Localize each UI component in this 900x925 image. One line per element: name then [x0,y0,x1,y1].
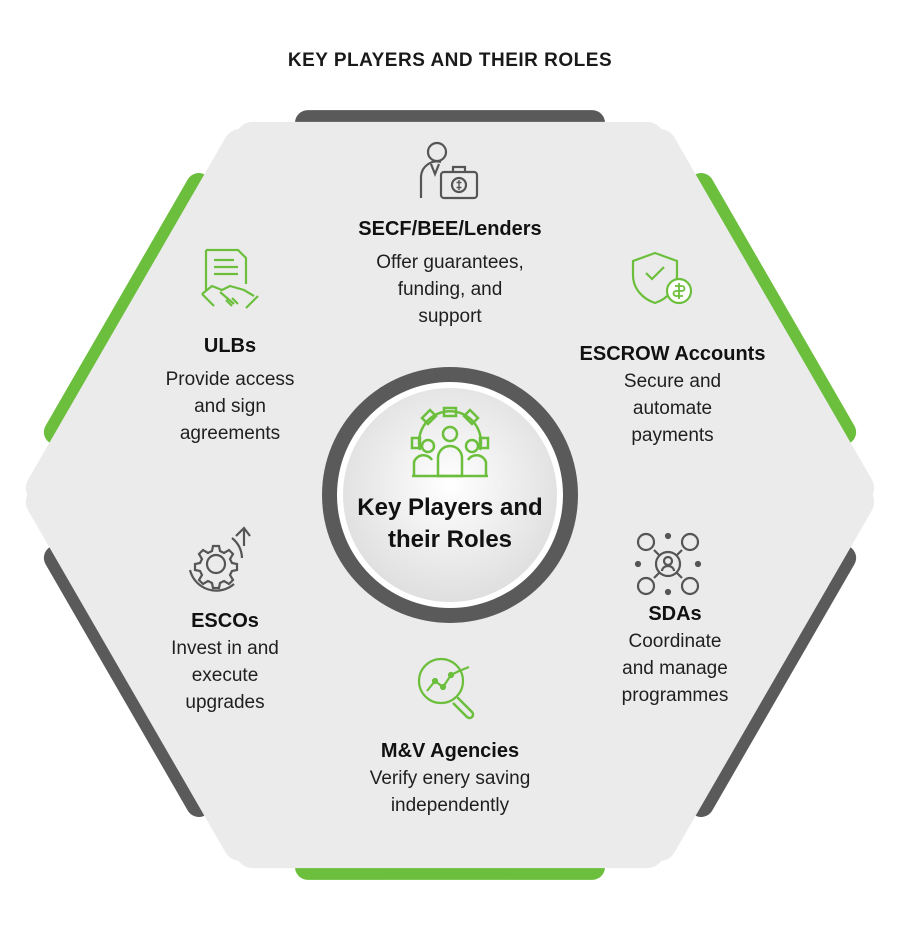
hub [322,367,578,623]
player-desc-line: Verify enery saving [369,768,531,789]
player-card-sdas: SDAs Coordinate and manage programmes [560,603,790,709]
player-name: ULBs [203,335,257,357]
player-name: ESCROW Accounts [579,343,766,365]
segment-panel-ulbs [25,128,455,505]
network-people-icon [634,532,702,596]
team-gear-icon [410,406,490,478]
player-name: SECF/BEE/Lenders [358,218,542,240]
hub-title: Key Players and their Roles [340,492,560,556]
hub-disc [343,388,557,602]
player-desc-line: support [418,306,482,327]
player-desc-line: funding, and [397,279,503,300]
player-name: ESCOs [191,610,259,632]
hub-title-line: Key Players and [357,494,543,521]
player-desc-line: Secure and [623,371,722,392]
player-desc-line: Coordinate [628,631,722,652]
gear-cycle-icon [188,526,251,592]
player-card-escos: ESCOs Invest in and execute upgrades [110,610,340,716]
player-desc-line: upgrades [185,692,265,713]
player-desc-line: agreements [179,423,281,444]
player-desc-line: Offer guarantees, [376,252,524,273]
page-title: KEY PLAYERS AND THEIR ROLES [287,50,613,71]
player-desc-line: execute [191,665,259,686]
finance-person-briefcase-icon [419,141,479,200]
player-desc-line: and manage [622,658,728,679]
player-desc-line: automate [632,398,713,419]
player-desc-line: and sign [194,396,266,417]
player-card-mv: M&V Agencies Verify enery saving indepen… [300,740,600,819]
player-card-secf: SECF/BEE/Lenders Offer guarantees, fundi… [300,218,600,330]
player-desc-line: independently [390,795,510,816]
hub-title-line: their Roles [387,526,513,553]
magnifier-chart-icon [417,657,475,720]
player-desc-line: programmes [621,685,729,706]
contract-handshake-icon [201,248,259,309]
player-name: SDAs [648,603,702,625]
player-name: M&V Agencies [380,740,520,762]
player-desc-line: Invest in and [171,638,279,659]
player-desc-line: payments [631,425,714,446]
player-card-escrow: ESCROW Accounts Secure and automate paym… [545,343,800,449]
segment-panels [25,121,875,869]
player-desc-line: Provide access [165,369,295,390]
shield-dollar-icon [631,251,693,305]
player-card-ulbs: ULBs Provide access and sign agreements [105,335,355,447]
segment-icons [188,141,702,720]
